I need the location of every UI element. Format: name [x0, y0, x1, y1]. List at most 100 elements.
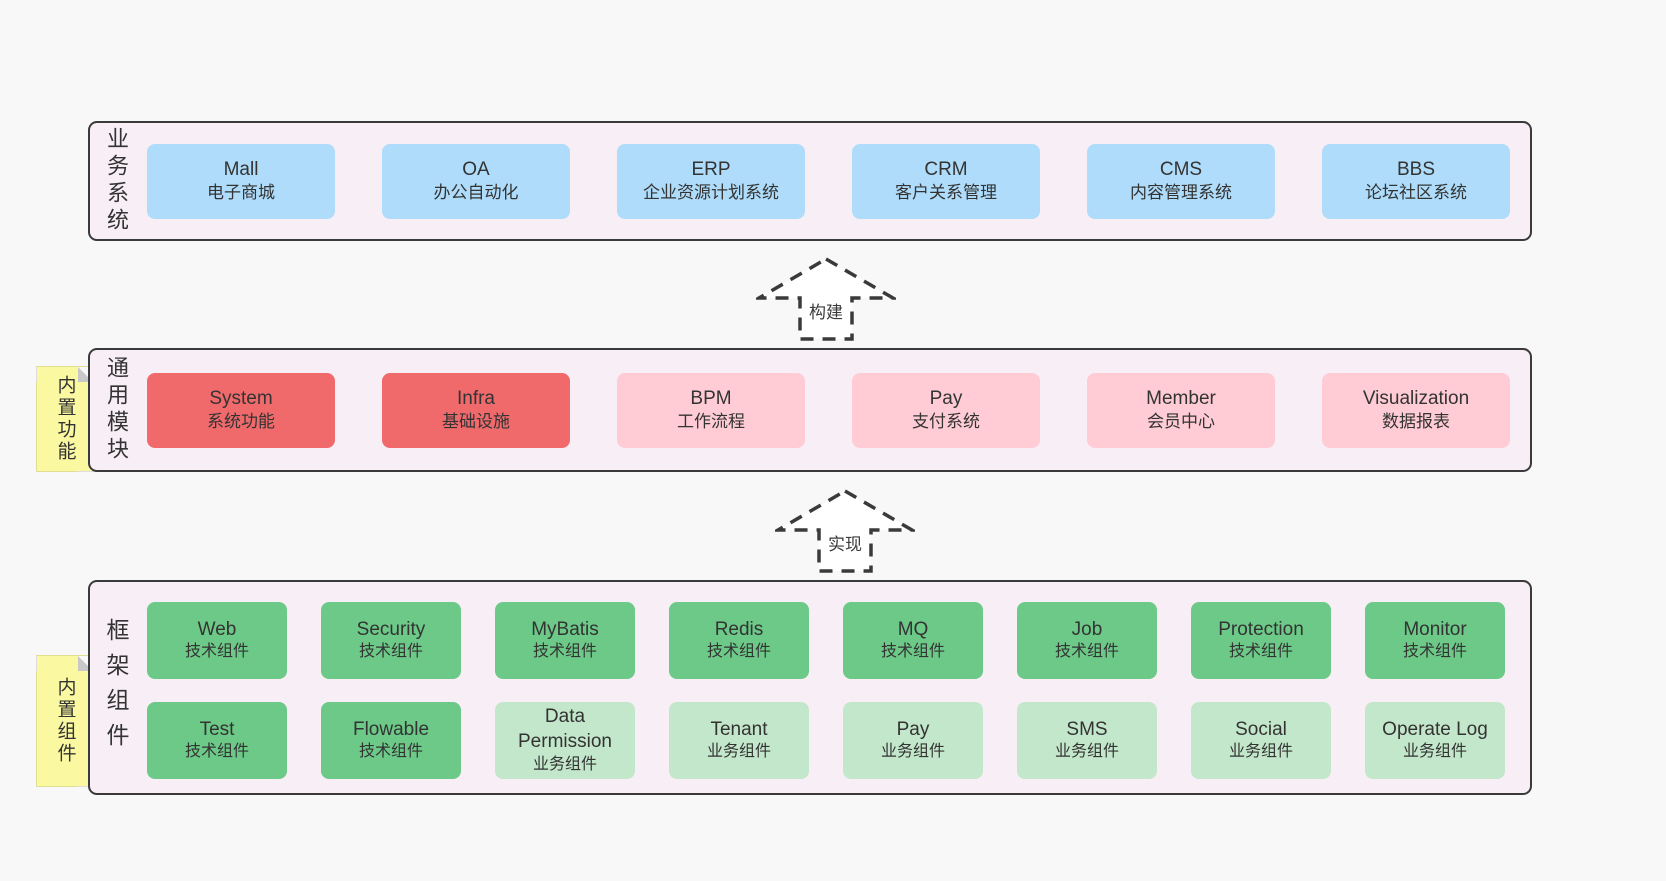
- box-title: CRM: [924, 158, 968, 180]
- box-subtitle: 技术组件: [1054, 643, 1119, 661]
- box-redis: Redis 技术组件: [669, 602, 809, 679]
- box-subtitle: 技术组件: [532, 643, 597, 661]
- box-flowable: Flowable 技术组件: [321, 702, 461, 779]
- box-job: Job 技术组件: [1017, 602, 1157, 679]
- box-subtitle: 业务组件: [1054, 743, 1119, 761]
- box-sms: SMS 业务组件: [1017, 702, 1157, 779]
- box-mq: MQ 技术组件: [843, 602, 983, 679]
- implement-arrow: 实现: [775, 488, 915, 574]
- box-subtitle: 办公自动化: [433, 183, 519, 203]
- box-subtitle: 数据报表: [1382, 412, 1450, 432]
- tier-components-label: 框架组件: [103, 617, 129, 758]
- box-subtitle: 业务组件: [880, 743, 945, 761]
- sticky-note-builtin-features: 内置功能: [36, 366, 94, 472]
- box-subtitle: 客户关系管理: [895, 183, 997, 203]
- box-member: Member 会员中心: [1087, 372, 1275, 448]
- box-title: SMS: [1066, 718, 1108, 740]
- box-title: BBS: [1396, 158, 1436, 180]
- box-title: MQ: [897, 618, 929, 640]
- box-bpm: BPM 工作流程: [617, 372, 805, 448]
- box-oa: OA 办公自动化: [382, 143, 570, 219]
- box-title: Member: [1146, 387, 1216, 409]
- box-title: Test: [199, 718, 235, 740]
- box-title: System: [209, 387, 273, 409]
- box-subtitle: 系统功能: [207, 412, 275, 432]
- box-title: OA: [462, 158, 490, 180]
- build-arrow-label: 构建: [807, 298, 845, 323]
- box-title: Data Permission: [518, 706, 612, 753]
- box-title: Flowable: [352, 718, 430, 740]
- box-title: Mall: [223, 158, 259, 180]
- box-title: Web: [197, 618, 237, 640]
- box-title: Visualization: [1362, 387, 1470, 409]
- box-title: Job: [1071, 618, 1103, 640]
- box-mall: Mall 电子商城: [147, 143, 335, 219]
- box-title: BPM: [690, 387, 732, 409]
- note-text: 内置组件: [54, 677, 76, 765]
- box-data-permission: Data Permission 业务组件: [495, 702, 635, 779]
- box-title: Tenant: [710, 718, 768, 740]
- box-protection: Protection 技术组件: [1191, 602, 1331, 679]
- box-social: Social 业务组件: [1191, 702, 1331, 779]
- box-crm: CRM 客户关系管理: [852, 143, 1040, 219]
- box-title: MyBatis: [531, 618, 599, 640]
- box-title: Pay: [929, 387, 963, 409]
- box-subtitle: 论坛社区系统: [1365, 183, 1467, 203]
- box-subtitle: 技术组件: [1402, 643, 1467, 661]
- box-subtitle: 技术组件: [184, 743, 249, 761]
- build-arrow: 构建: [756, 256, 896, 342]
- sticky-note-builtin-components: 内置组件: [36, 655, 94, 787]
- box-subtitle: 基础设施: [442, 412, 510, 432]
- box-pay: Pay 支付系统: [852, 372, 1040, 448]
- box-tenant: Tenant 业务组件: [669, 702, 809, 779]
- box-title: Pay: [896, 718, 930, 740]
- tier-modules-label: 通用模块: [104, 356, 129, 464]
- box-subtitle: 技术组件: [358, 643, 423, 661]
- box-test: Test 技术组件: [147, 702, 287, 779]
- box-web: Web 技术组件: [147, 602, 287, 679]
- box-subtitle: 技术组件: [880, 643, 945, 661]
- box-monitor: Monitor 技术组件: [1365, 602, 1505, 679]
- box-subtitle: 业务组件: [532, 755, 597, 773]
- box-subtitle: 技术组件: [706, 643, 771, 661]
- tier-business-label: 业务系统: [104, 127, 129, 235]
- box-bbs: BBS 论坛社区系统: [1322, 143, 1510, 219]
- box-mybatis: MyBatis 技术组件: [495, 602, 635, 679]
- box-title: Redis: [714, 618, 764, 640]
- box-subtitle: 内容管理系统: [1130, 183, 1232, 203]
- box-title: ERP: [691, 158, 731, 180]
- box-subtitle: 技术组件: [184, 643, 249, 661]
- box-title: Operate Log: [1382, 718, 1488, 740]
- box-subtitle: 支付系统: [912, 412, 980, 432]
- box-subtitle: 电子商城: [207, 183, 275, 203]
- box-title: Social: [1235, 718, 1287, 740]
- note-text: 内置功能: [54, 375, 76, 463]
- box-subtitle: 业务组件: [1228, 743, 1293, 761]
- box-title: Protection: [1218, 618, 1304, 640]
- box-title: Monitor: [1403, 618, 1467, 640]
- implement-arrow-label: 实现: [826, 530, 864, 555]
- box-subtitle: 会员中心: [1147, 412, 1215, 432]
- box-title: Security: [356, 618, 426, 640]
- box-security: Security 技术组件: [321, 602, 461, 679]
- box-subtitle: 工作流程: [677, 412, 745, 432]
- box-pay: Pay 业务组件: [843, 702, 983, 779]
- box-system: System 系统功能: [147, 372, 335, 448]
- box-subtitle: 业务组件: [1402, 743, 1467, 761]
- box-visualization: Visualization 数据报表: [1322, 372, 1510, 448]
- box-operate-log: Operate Log 业务组件: [1365, 702, 1505, 779]
- box-subtitle: 技术组件: [1228, 643, 1293, 661]
- box-subtitle: 业务组件: [706, 743, 771, 761]
- box-subtitle: 技术组件: [358, 743, 423, 761]
